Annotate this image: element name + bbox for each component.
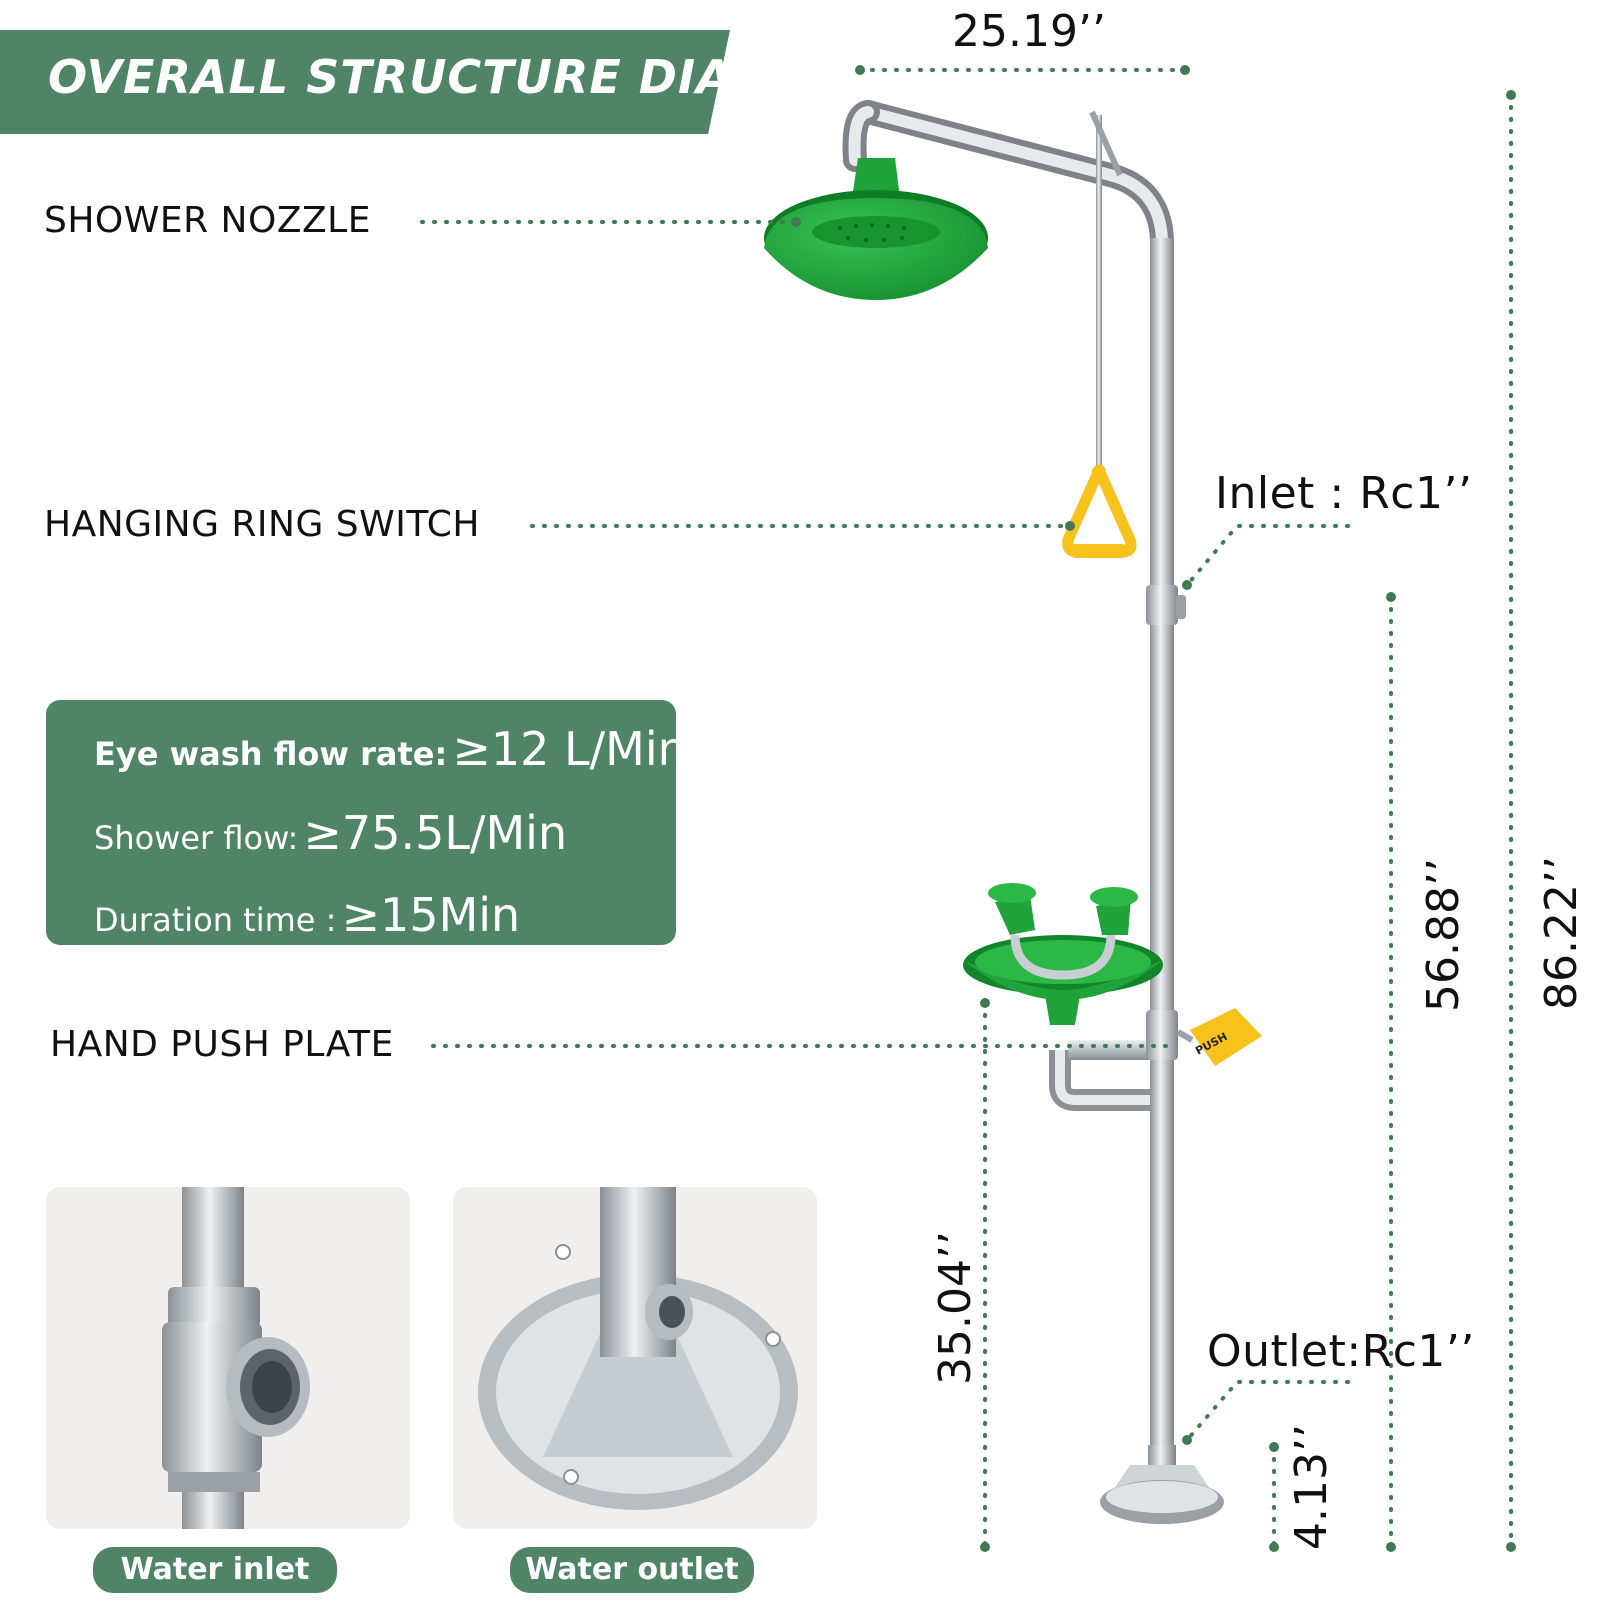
label-shower-nozzle: SHOWER NOZZLE — [44, 200, 371, 241]
water-inlet-photo — [46, 1187, 410, 1529]
label-outlet: Outlet:Rc1’’ — [1207, 1326, 1475, 1377]
dim-base-height-label: 4.13’’ — [1286, 1424, 1337, 1550]
label-inlet: Inlet : Rc1’’ — [1215, 468, 1473, 519]
floor-flange-image — [478, 1187, 798, 1510]
dim-bowl-height-label: 35.04’’ — [930, 1231, 981, 1385]
inlet-coupling — [1146, 585, 1178, 625]
leader-outlet — [1185, 1380, 1350, 1442]
spec-eye-wash: Eye wash flow rate: ≥12 L/Min — [94, 722, 687, 776]
push-plate-graphic: PUSH — [1176, 1008, 1262, 1066]
water-outlet-photo — [453, 1187, 817, 1529]
leader-inlet — [1185, 524, 1350, 587]
tee-fitting-image — [162, 1187, 310, 1529]
spec-panel: Eye wash flow rate: ≥12 L/Min Shower flo… — [46, 700, 687, 945]
spec-shower-flow-label: Shower flow: — [94, 819, 299, 857]
dim-width-label: 25.19’’ — [952, 6, 1106, 57]
eye-wash-bowl-graphic — [963, 883, 1178, 1111]
spec-duration: Duration time : ≥15Min — [94, 888, 520, 942]
spec-eye-wash-label: Eye wash flow rate: — [94, 735, 448, 773]
dim-inlet-height-label: 56.88’’ — [1418, 858, 1469, 1012]
top-arm-pipe — [842, 100, 1174, 252]
floor-flange-graphic — [1100, 1445, 1224, 1524]
water-inlet-label: Water inlet — [93, 1547, 337, 1593]
hanging-ring-graphic — [1062, 464, 1137, 558]
water-outlet-label: Water outlet — [510, 1547, 754, 1593]
shower-nozzle-graphic — [764, 158, 988, 300]
label-hand-push-plate: HAND PUSH PLATE — [50, 1024, 394, 1065]
spec-duration-label: Duration time : — [94, 901, 337, 939]
spec-shower-flow-value: ≥75.5L/Min — [303, 806, 568, 860]
spec-eye-wash-value: ≥12 L/Min — [452, 722, 687, 776]
dim-total-height-label: 86.22’’ — [1536, 856, 1587, 1010]
label-hanging-ring-switch: HANGING RING SWITCH — [44, 504, 480, 545]
spec-duration-value: ≥15Min — [341, 888, 521, 942]
main-vertical-pipe — [1150, 238, 1174, 1463]
spec-shower-flow: Shower flow: ≥75.5L/Min — [94, 806, 567, 860]
page-title: OVERALL STRUCTURE DIAGRAM — [48, 50, 892, 104]
title-banner — [0, 30, 730, 134]
pull-rod — [1096, 115, 1102, 475]
